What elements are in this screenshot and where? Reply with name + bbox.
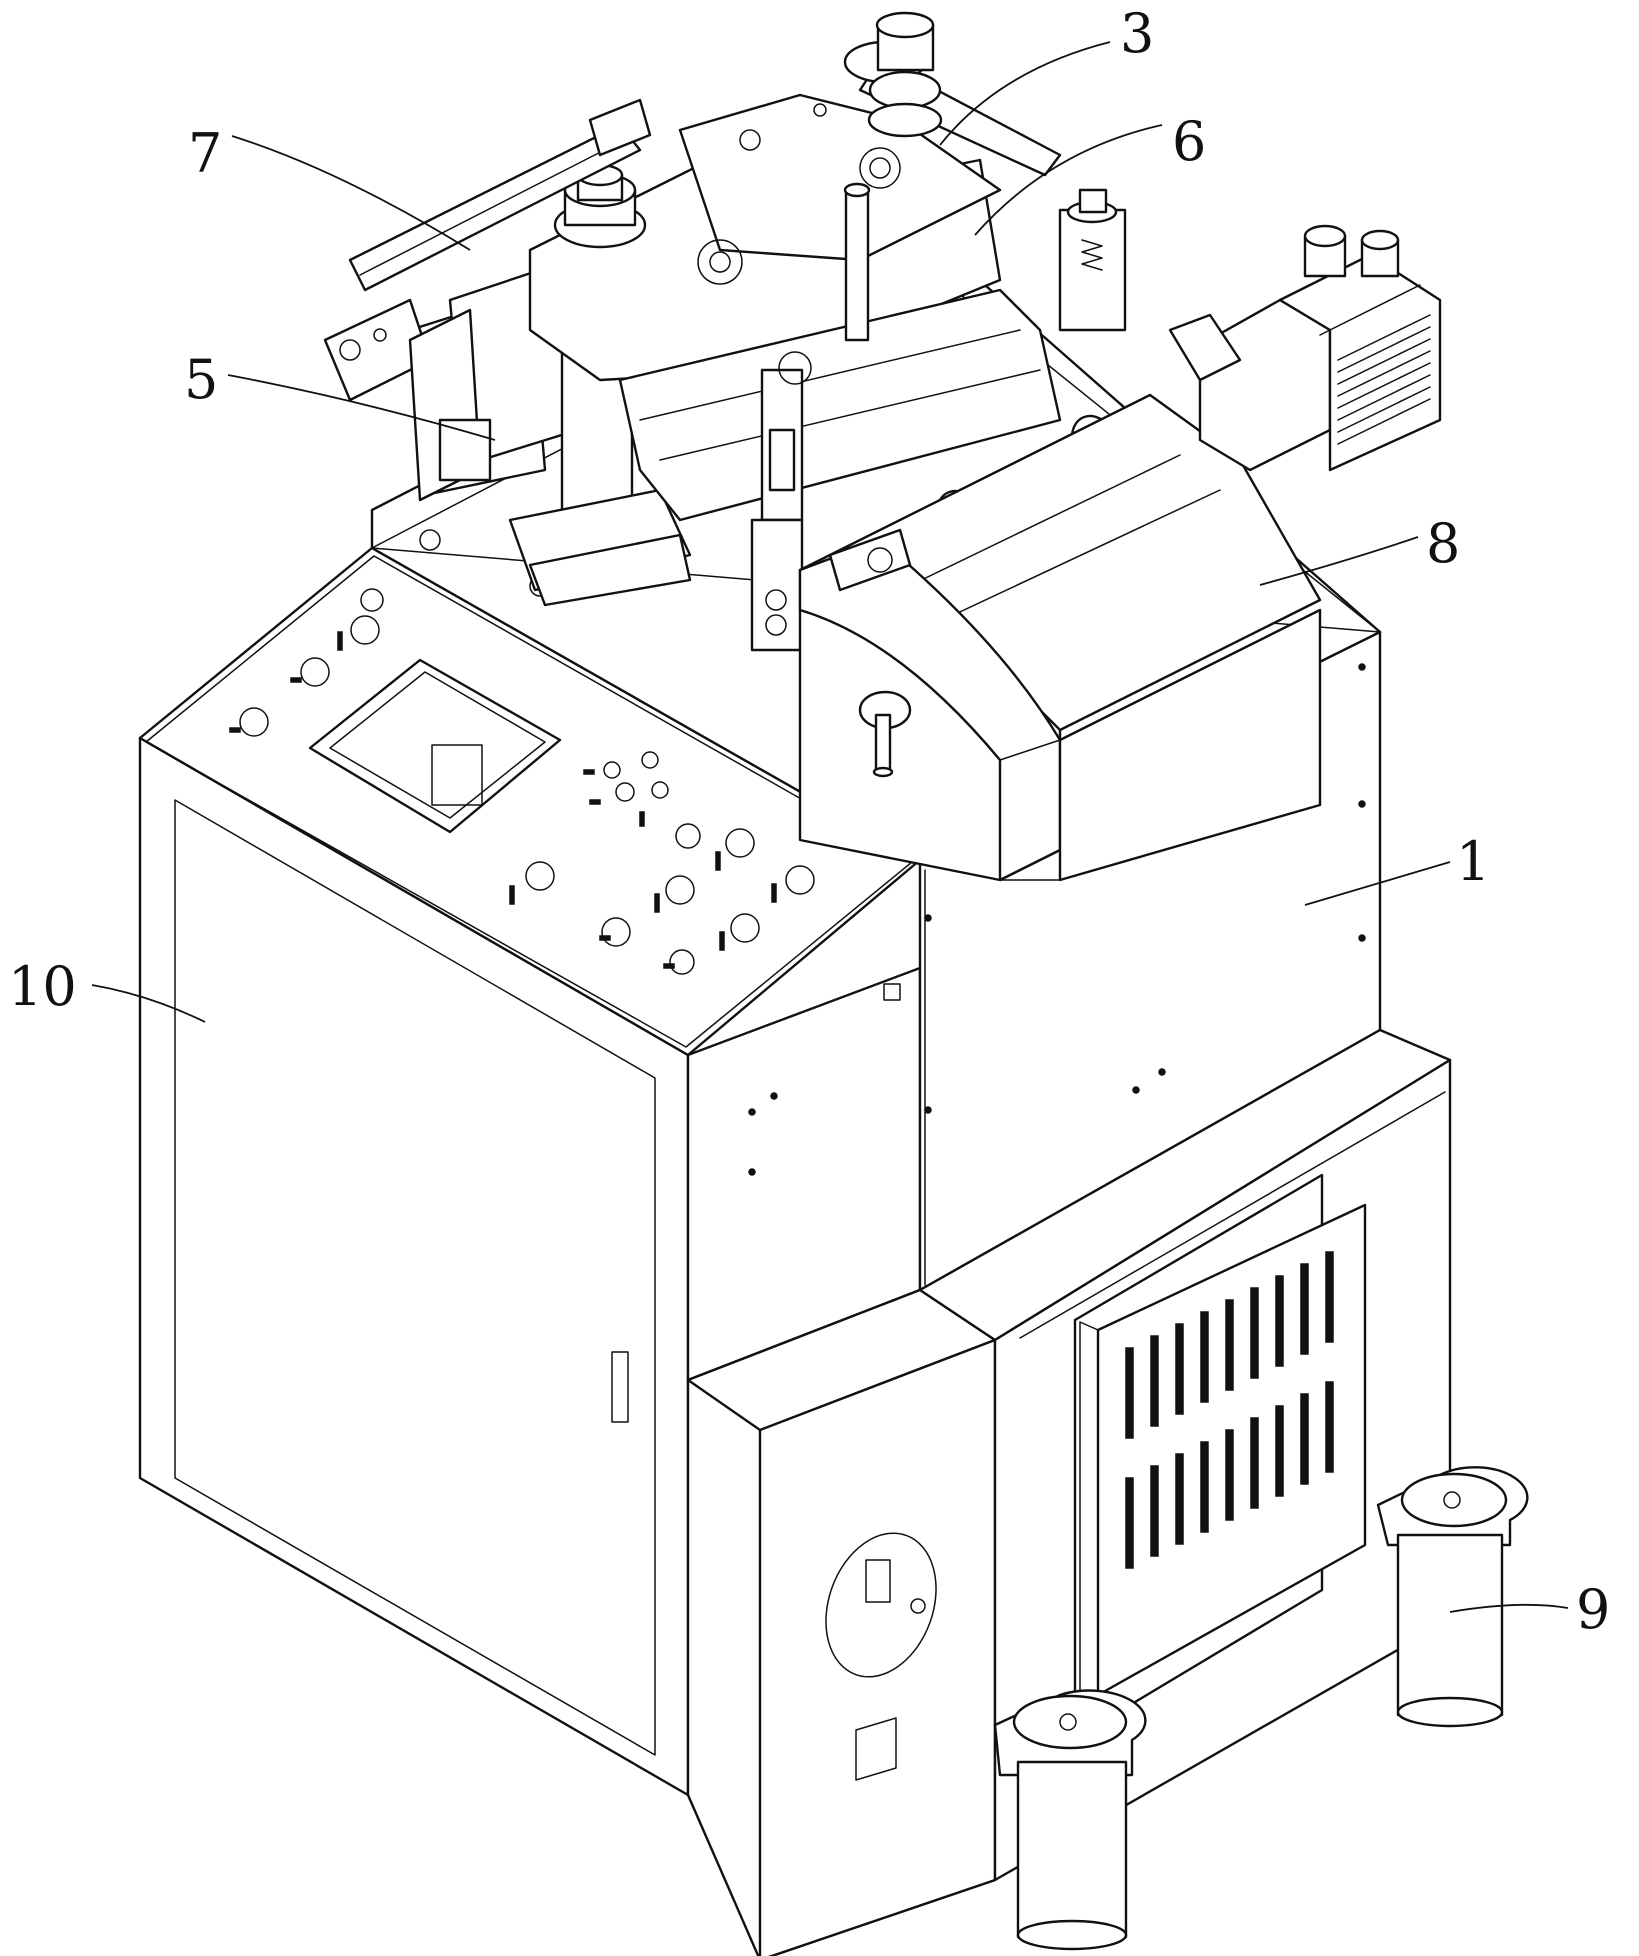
callout-6: 6 [1172, 110, 1206, 173]
guide-post [1060, 190, 1125, 330]
foot-front-middle [995, 1691, 1145, 1949]
callout-3: 3 [1120, 2, 1154, 65]
callout-7: 7 [188, 122, 222, 185]
callout-9: 9 [1576, 1578, 1610, 1641]
callout-1: 1 [1456, 830, 1490, 893]
lower-middle-housing [688, 1290, 995, 1956]
callout-5: 5 [184, 348, 218, 411]
foot-rear-right [1378, 1467, 1527, 1726]
callout-8: 8 [1426, 512, 1460, 575]
servo-motor [1170, 226, 1440, 470]
callout-10: 10 [8, 955, 77, 1018]
